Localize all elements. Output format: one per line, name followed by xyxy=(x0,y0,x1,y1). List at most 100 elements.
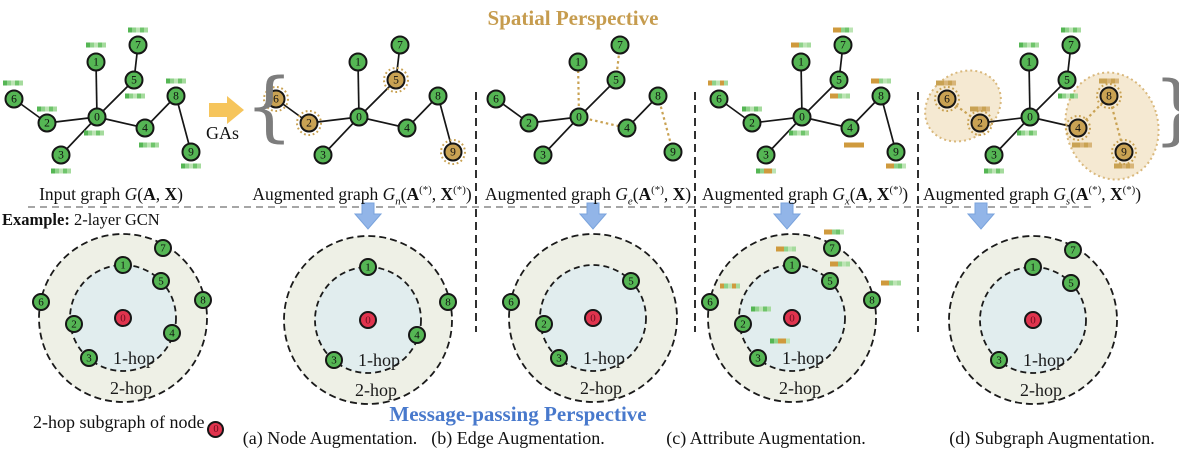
feature-bar-segment xyxy=(902,163,906,169)
feature-bar-segment xyxy=(982,106,986,112)
feature-bar-segment xyxy=(1035,42,1039,48)
blue-down-arrow-icon-2 xyxy=(578,202,608,230)
hop-node-1 xyxy=(114,256,132,274)
feature-bar-segment xyxy=(1019,42,1023,48)
hop-node-label-5: 5 xyxy=(628,276,634,288)
hop-node-label-3: 3 xyxy=(331,355,337,367)
node-3 xyxy=(51,145,71,165)
feature-bar-segment xyxy=(742,106,746,112)
feature-bar-segment xyxy=(780,246,784,252)
two-hop-label: 2-hop xyxy=(1020,380,1062,400)
feature-bar-segment xyxy=(1021,130,1025,136)
feature-bar-segment xyxy=(774,338,778,344)
hop-node-7 xyxy=(823,239,841,257)
node-8 xyxy=(1099,86,1119,106)
edge-8-9 xyxy=(437,95,454,153)
augmented-ring-node-5 xyxy=(383,67,409,93)
feature-bar-segment xyxy=(1066,93,1070,99)
node-label-8: 8 xyxy=(878,91,884,103)
feature-bar-segment xyxy=(724,283,728,289)
hop-node-label-8: 8 xyxy=(869,295,875,307)
feature-bar-segment xyxy=(940,80,944,86)
node-label-4: 4 xyxy=(142,123,148,135)
feature-bar-segment xyxy=(974,106,978,112)
feature-bar-segment xyxy=(736,283,740,289)
caption-node-augmentation: (a) Node Augmentation. xyxy=(242,428,418,448)
hop-node-3 xyxy=(550,349,568,367)
node-label-7: 7 xyxy=(1068,40,1074,52)
feature-bar-segment xyxy=(841,27,845,33)
node-label-7: 7 xyxy=(135,40,141,52)
node-label-0: 0 xyxy=(576,112,582,124)
subgraph-ellipse-1 xyxy=(924,69,1002,143)
feature-bar-segment xyxy=(801,130,805,136)
feature-bar-segment xyxy=(750,106,754,112)
feature-bar-segment xyxy=(986,106,990,112)
feature-bar-segment xyxy=(952,80,956,86)
feature-bar-segment xyxy=(834,93,838,99)
subgraph-augmentation-graph-caption: Augmented graph Gs(A(*), X(*)) xyxy=(922,184,1142,208)
hop-node-5 xyxy=(152,272,170,290)
hop-node-7 xyxy=(1064,241,1082,259)
feature-bar-segment xyxy=(1033,130,1037,136)
augmented-ring-node-6 xyxy=(934,86,960,112)
feature-bar-segment xyxy=(805,130,809,136)
node-0 xyxy=(87,107,107,127)
node-label-0: 0 xyxy=(1027,112,1033,124)
attribute-augmentation-graph-caption: Augmented graph Gx(A, X(*)) xyxy=(701,184,909,208)
feature-bar-segment xyxy=(883,78,887,84)
node-2 xyxy=(742,113,762,133)
hop-node-label-6: 6 xyxy=(38,297,44,309)
one-hop-label: 1-hop xyxy=(782,348,824,368)
feature-bar-segment xyxy=(181,163,185,169)
two-hop-label: 2-hop xyxy=(355,380,397,400)
feature-bar-segment xyxy=(1103,78,1107,84)
hop-node-label-0: 0 xyxy=(365,315,371,327)
feature-bar-segment xyxy=(885,280,889,286)
feature-bar-segment xyxy=(767,306,771,312)
feature-bar-segment xyxy=(768,168,772,174)
node-6 xyxy=(266,89,286,109)
hop-node-3 xyxy=(990,351,1008,369)
feature-bar-segment xyxy=(791,42,795,48)
feature-bar-segment xyxy=(716,80,720,86)
feature-bar-segment xyxy=(51,168,55,174)
hop-node-label-1: 1 xyxy=(120,260,126,272)
feature-bar-segment xyxy=(125,93,129,99)
hop-node-label-6: 6 xyxy=(707,297,713,309)
node-label-2: 2 xyxy=(306,118,312,130)
node-4 xyxy=(135,118,155,138)
feature-bar-segment xyxy=(1017,130,1021,136)
feature-bar-segment xyxy=(1000,168,1004,174)
feature-bar-segment xyxy=(786,338,790,344)
node-1 xyxy=(568,52,588,72)
feature-bar-segment xyxy=(147,142,151,148)
feature-bar-segment xyxy=(84,130,88,136)
node-9 xyxy=(663,142,683,162)
node-label-9: 9 xyxy=(670,147,676,159)
feature-bar-segment xyxy=(1130,163,1134,169)
feature-bar-segment xyxy=(63,168,67,174)
node-8 xyxy=(648,86,668,106)
feature-bar-segment xyxy=(720,80,724,86)
node-8 xyxy=(428,86,448,106)
feature-bar-segment xyxy=(1058,93,1062,99)
node-1 xyxy=(791,52,811,72)
hop-node-label-5: 5 xyxy=(1068,278,1074,290)
node-label-6: 6 xyxy=(493,94,499,106)
example-label-bold: Example: xyxy=(2,210,70,229)
node-label-8: 8 xyxy=(435,91,441,103)
feature-bar-segment xyxy=(129,93,133,99)
node-label-5: 5 xyxy=(836,75,842,87)
feature-bar-segment xyxy=(893,280,897,286)
feature-bar-segment xyxy=(1126,163,1130,169)
node-8 xyxy=(166,86,186,106)
feature-bar-segment xyxy=(828,229,832,235)
edge-augmentation-graph-caption: Augmented graph Ge(A(*), X) xyxy=(484,184,692,208)
feature-bar-segment xyxy=(90,42,94,48)
node-label-6: 6 xyxy=(716,94,722,106)
hop-node-label-5: 5 xyxy=(158,276,164,288)
